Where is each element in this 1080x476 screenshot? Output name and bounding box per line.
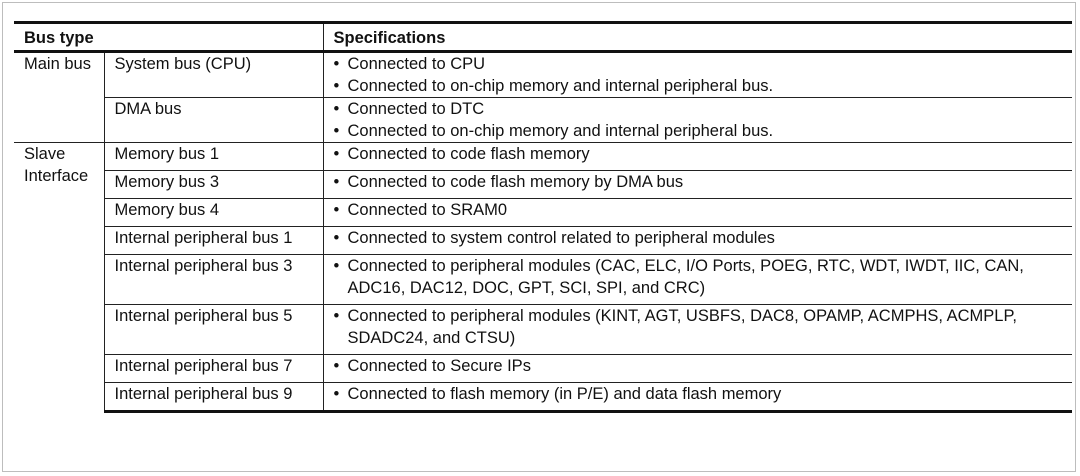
bus-name-cell: Internal peripheral bus 1	[103, 226, 323, 255]
spec-list: • Connected to system control related to …	[334, 227, 1063, 249]
spec-item: • Connected to on-chip memory and interna…	[334, 75, 1063, 97]
bullet-icon: •	[333, 357, 340, 375]
spec-text: Connected to Secure IPs	[347, 357, 531, 375]
spec-item: • Connected to Secure IPs	[334, 355, 1063, 377]
header-bus-type: Bus type	[14, 21, 323, 53]
spec-text: Connected to CPU	[347, 55, 486, 73]
spec-text: Connected to flash memory (in P/E) and d…	[347, 385, 782, 403]
spec-item: • Connected to system control related to …	[334, 227, 1063, 249]
spec-cell: • Connected to peripheral modules (CAC, E…	[322, 254, 1072, 305]
spec-list: • Connected to code flash memory by DMA b…	[334, 171, 1063, 193]
spec-item: • Connected to peripheral modules (CAC, E…	[334, 255, 1063, 299]
bus-name-cell: Internal peripheral bus 5	[103, 304, 323, 355]
table-header: Bus type Specifications	[14, 21, 1072, 53]
spec-text: Connected to on-chip memory and internal…	[347, 77, 774, 95]
bus-group-cell: Main bus	[14, 51, 104, 143]
spec-list: • Connected to peripheral modules (CAC, E…	[334, 255, 1063, 299]
bullet-icon: •	[333, 385, 340, 403]
spec-item: • Connected to SRAM0	[334, 199, 1063, 221]
bus-group-cell: Slave Interface	[14, 142, 104, 412]
spec-cell: • Connected to peripheral modules (KINT, …	[322, 304, 1072, 355]
bullet-icon: •	[333, 307, 340, 325]
spec-cell: • Connected to Secure IPs	[322, 354, 1072, 383]
spec-item: • Connected to CPU	[334, 53, 1063, 75]
bus-name-cell: Memory bus 3	[103, 170, 323, 199]
spec-cell: • Connected to flash memory (in P/E) and …	[322, 382, 1072, 413]
spec-item: • Connected to on-chip memory and interna…	[334, 120, 1063, 142]
spec-text: Connected to peripheral modules (KINT, A…	[347, 307, 1017, 347]
bus-name-cell: Internal peripheral bus 7	[103, 354, 323, 383]
table-row: Internal peripheral bus 5 • Connected to p…	[14, 304, 1072, 355]
spec-cell: • Connected to system control related to …	[322, 226, 1072, 255]
table-row: Internal peripheral bus 1 • Connected to s…	[14, 226, 1072, 255]
table-row: Memory bus 4 • Connected to SRAM0	[14, 198, 1072, 227]
spec-cell: • Connected to DTC • Connected to on-chip m…	[322, 97, 1072, 143]
spec-cell: • Connected to code flash memory	[322, 142, 1072, 171]
spec-text: Connected to DTC	[347, 100, 485, 118]
spec-item: • Connected to flash memory (in P/E) and …	[334, 383, 1063, 405]
spec-item: • Connected to DTC	[334, 98, 1063, 120]
table-row: Internal peripheral bus 3 • Connected to p…	[14, 254, 1072, 305]
spec-list: • Connected to DTC • Connected to on-chip m…	[334, 98, 1063, 142]
spec-list: • Connected to Secure IPs	[334, 355, 1063, 377]
table-row: Internal peripheral bus 9 • Connected to f…	[14, 382, 1072, 413]
bullet-icon: •	[333, 145, 340, 163]
bus-name-cell: DMA bus	[103, 97, 323, 143]
bullet-icon: •	[333, 257, 340, 275]
bullet-icon: •	[333, 77, 340, 95]
table-row: Memory bus 3 • Connected to code flash mem…	[14, 170, 1072, 199]
spec-text: Connected to SRAM0	[347, 201, 508, 219]
bus-name-cell: Memory bus 1	[103, 142, 323, 171]
spec-text: Connected to peripheral modules (CAC, EL…	[347, 257, 1024, 297]
spec-text: Connected to on-chip memory and internal…	[347, 122, 774, 140]
spec-cell: • Connected to CPU • Connected to on-chip m…	[322, 51, 1072, 98]
bus-name-cell: Memory bus 4	[103, 198, 323, 227]
bullet-icon: •	[333, 100, 340, 118]
spec-list: • Connected to code flash memory	[334, 143, 1063, 165]
spec-text: Connected to system control related to p…	[347, 229, 775, 247]
spec-list: • Connected to CPU • Connected to on-chip m…	[334, 53, 1063, 97]
table-row: Internal peripheral bus 7 • Connected to S…	[14, 354, 1072, 383]
header-specifications: Specifications	[322, 21, 1072, 53]
spec-text: Connected to code flash memory by DMA bu…	[347, 173, 684, 191]
bullet-icon: •	[333, 55, 340, 73]
bus-name-cell: System bus (CPU)	[103, 51, 323, 98]
spec-item: • Connected to code flash memory	[334, 143, 1063, 165]
bullet-icon: •	[333, 201, 340, 219]
spec-cell: • Connected to code flash memory by DMA b…	[322, 170, 1072, 199]
spec-cell: • Connected to SRAM0	[322, 198, 1072, 227]
bullet-icon: •	[333, 229, 340, 247]
bus-name-cell: Internal peripheral bus 3	[103, 254, 323, 305]
bullet-icon: •	[333, 173, 340, 191]
spec-list: • Connected to flash memory (in P/E) and …	[334, 383, 1063, 405]
spec-item: • Connected to peripheral modules (KINT, …	[334, 305, 1063, 349]
spec-item: • Connected to code flash memory by DMA b…	[334, 171, 1063, 193]
table-row: DMA bus • Connected to DTC • Connected to on…	[14, 97, 1072, 143]
bus-name-cell: Internal peripheral bus 9	[103, 382, 323, 413]
bullet-icon: •	[333, 122, 340, 140]
spec-text: Connected to code flash memory	[347, 145, 590, 163]
spec-list: • Connected to peripheral modules (KINT, …	[334, 305, 1063, 349]
spec-list: • Connected to SRAM0	[334, 199, 1063, 221]
